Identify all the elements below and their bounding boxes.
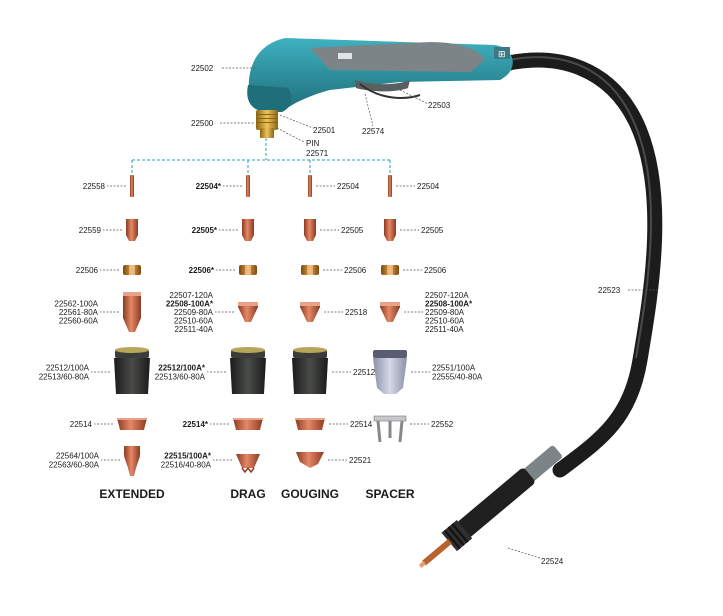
torch-handle — [248, 38, 513, 110]
part-ring — [123, 265, 141, 275]
part-number-label: 22506 — [344, 266, 367, 275]
part-cup — [230, 347, 266, 394]
leader-head-part — [279, 114, 314, 129]
label-head-part: 22501 — [313, 126, 336, 135]
part-number-label: 22511-40A — [174, 325, 213, 334]
part-electrode — [130, 175, 134, 197]
part-longnozzle — [123, 292, 141, 332]
part-retainer — [233, 418, 263, 430]
leader-trigger — [399, 89, 429, 105]
part-ring — [381, 265, 399, 275]
part-number-label: 22506 — [424, 266, 447, 275]
part-gougetip — [296, 452, 324, 468]
part-number-label: 22512/100A* — [158, 364, 206, 373]
column-title: DRAG — [230, 487, 265, 501]
part-number-label: 22512 — [353, 368, 376, 377]
cable-hose — [492, 52, 663, 478]
part-number-label: 22508-100A* — [425, 299, 473, 308]
label-pin: PIN — [306, 139, 320, 148]
part-number-label: 22505 — [421, 226, 444, 235]
column-title: GOUGING — [281, 487, 339, 501]
part-number-label: 22563/60-80A — [49, 460, 100, 469]
leader-connector — [507, 547, 541, 559]
part-number-label: 22552 — [431, 420, 454, 429]
label-connector: 22524 — [541, 557, 564, 566]
part-number-label: 22514 — [70, 420, 93, 429]
cable-connector — [418, 445, 562, 568]
part-number-label: 22512/100A — [46, 364, 90, 373]
part-number-label: 22506* — [189, 266, 215, 275]
part-number-label: 22518 — [345, 308, 368, 317]
part-tip — [242, 219, 254, 241]
part-number-label: 22511-40A — [425, 325, 464, 334]
part-number-label: 22505 — [341, 226, 364, 235]
part-number-label: 22559 — [79, 226, 102, 235]
part-number-label: 22509-80A — [425, 308, 465, 317]
part-number-label: 22510-60A — [174, 317, 214, 326]
part-number-label: 22505* — [192, 226, 218, 235]
part-electrode — [388, 175, 392, 197]
part-tip — [126, 219, 138, 241]
part-number-label: 22555/40-80A — [432, 372, 483, 381]
part-number-label: 22504 — [417, 182, 440, 191]
part-number-label: 22551/100A — [432, 364, 476, 373]
cable-hose-highlight — [499, 56, 652, 359]
leader-trigger-lever — [364, 93, 374, 127]
part-number-label: 22508-100A* — [166, 299, 214, 308]
label-cable: 22523 — [598, 286, 621, 295]
part-cup — [292, 347, 328, 394]
torch-head — [247, 85, 292, 138]
part-spacer — [373, 415, 407, 443]
label-trigger: 22503 — [428, 101, 451, 110]
column-title: SPACER — [365, 487, 414, 501]
part-number-label: 22514* — [183, 420, 209, 429]
torch-brand-mark: ⊞ — [498, 50, 506, 60]
part-number-label: 22560-60A — [59, 317, 99, 326]
part-dragtip — [236, 454, 260, 474]
part-number-label: 22507-120A — [169, 291, 213, 300]
part-number-label: 22504* — [196, 182, 222, 191]
label-pin-part: 22571 — [306, 149, 329, 158]
part-number-label: 22507-120A — [425, 291, 469, 300]
label-handle: 22502 — [191, 64, 214, 73]
label-head: 22500 — [191, 119, 214, 128]
part-nozzle — [300, 302, 320, 322]
part-electrode — [246, 175, 250, 197]
part-retainer — [295, 418, 325, 430]
part-cup — [114, 347, 150, 394]
leader-pin — [276, 127, 305, 143]
part-ring — [239, 265, 257, 275]
part-number-label: 22515/100A* — [164, 452, 212, 461]
part-number-label: 22504 — [337, 182, 360, 191]
part-shield — [373, 350, 407, 394]
part-exttip — [124, 446, 140, 476]
part-number-label: 22564/100A — [56, 452, 100, 461]
part-electrode — [308, 175, 312, 197]
part-number-label: 22521 — [349, 456, 372, 465]
part-number-label: 22510-60A — [425, 317, 465, 326]
part-tip — [384, 219, 396, 241]
part-number-label: 22513/60-80A — [155, 372, 206, 381]
part-number-label: 22562-100A — [54, 299, 98, 308]
part-number-label: 22514 — [350, 420, 373, 429]
part-nozzle — [238, 302, 258, 322]
part-number-label: 22558 — [83, 182, 106, 191]
part-number-label: 22506 — [76, 266, 99, 275]
label-trigger-lever: 22574 — [362, 127, 385, 136]
part-number-label: 22513/60-80A — [39, 372, 90, 381]
part-retainer — [117, 418, 147, 430]
part-number-label: 22561-80A — [59, 308, 99, 317]
column-title: EXTENDED — [99, 487, 165, 501]
part-ring — [301, 265, 319, 275]
part-number-label: 22509-80A — [174, 308, 214, 317]
part-number-label: 22516/40-80A — [161, 460, 212, 469]
part-tip — [304, 219, 316, 241]
part-nozzle — [380, 302, 400, 322]
